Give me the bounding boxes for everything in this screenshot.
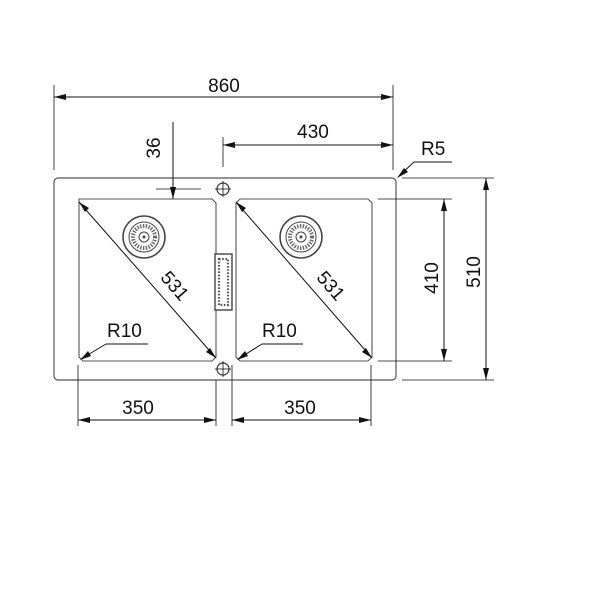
overflow-slot-icon: [214, 253, 233, 311]
dim-label-r5: R5: [421, 139, 445, 160]
dimension-tap-offset: 430: [222, 122, 393, 167]
dim-label-36: 36: [144, 137, 165, 158]
dim-label-350-right: 350: [284, 398, 316, 419]
dim-label-410: 410: [422, 262, 443, 294]
dim-label-430: 430: [297, 122, 329, 143]
dimension-bowl-width-right: 350: [231, 365, 372, 426]
dimension-overall-width: 860: [53, 76, 394, 170]
dim-label-350-left: 350: [122, 398, 154, 419]
dimension-corner-radius: R5: [397, 139, 452, 178]
sink-outline: [53, 177, 397, 381]
left-drain-icon: [122, 215, 166, 259]
dim-label-510: 510: [464, 256, 485, 288]
dim-label-531-left: 531: [156, 268, 193, 306]
tap-hole-marker-top: [215, 181, 231, 197]
right-bowl: [235, 198, 373, 362]
dimension-radius-left: R10: [80, 321, 148, 360]
left-bowl: [78, 198, 217, 362]
dimension-bowl-width-left: 350: [77, 365, 217, 426]
dim-label-531-right: 531: [312, 268, 349, 306]
dimension-radius-right: R10: [237, 321, 303, 360]
dimension-tap-hole-offset: 36: [144, 122, 201, 199]
dimension-overall-depth: 510: [402, 177, 494, 381]
dim-label-r10-right: R10: [262, 321, 297, 342]
dim-label-r10-left: R10: [107, 321, 142, 342]
right-drain-icon: [279, 215, 323, 259]
tap-hole-marker-bottom: [215, 361, 231, 377]
dim-label-860: 860: [208, 76, 240, 97]
dimension-bowl-depth: 410: [378, 198, 452, 362]
